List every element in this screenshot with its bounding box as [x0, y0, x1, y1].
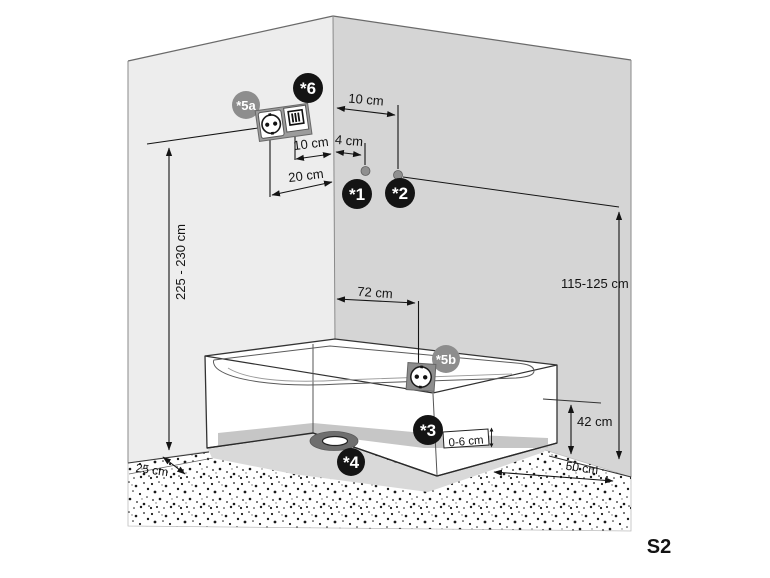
tub-base-contour [206, 432, 558, 477]
badge-3-label: *3 [420, 421, 436, 440]
dimension-floor-gaps [162, 456, 614, 484]
badge-1-label: *1 [349, 185, 365, 204]
badge-6-label: *6 [300, 79, 316, 98]
schuko-socket-icon [257, 109, 285, 139]
dimension-corner-points [335, 105, 623, 460]
schuko-socket-icon [410, 365, 432, 389]
badge-4-label: *4 [343, 453, 360, 472]
badge-6 [293, 73, 323, 103]
basin-opening [213, 345, 535, 386]
tray-height-label: 42 cm [577, 414, 612, 429]
corner-to-point2-label: 10 cm [348, 90, 385, 108]
floor-gap-right-label: 50 cm [565, 459, 599, 477]
badge-2 [385, 178, 415, 208]
right-wall-top-edge [332, 15, 632, 61]
socket-to-corner-label: 20 cm [287, 166, 324, 185]
badge-4 [337, 448, 365, 476]
plinth-range-label: 0-6 cm [448, 434, 484, 449]
wall-height-right-label: 115-125 cm [561, 276, 629, 291]
badge-5b [432, 345, 460, 373]
floor-drain-icon [309, 431, 359, 451]
corner-to-point1-label: 4 cm [334, 132, 363, 149]
basin-inner-line [227, 367, 513, 382]
plinth-range-callout [442, 427, 494, 449]
badge-5a-label: *5a [236, 98, 256, 113]
badge-1 [342, 179, 372, 209]
wall-outlet-assembly [254, 102, 313, 143]
tray-top-reference-line [542, 398, 602, 404]
connection-terminal-icon [283, 104, 310, 133]
badge-3 [413, 415, 443, 445]
tub-floor-shadow [208, 434, 547, 492]
tub-rim-front-edge [204, 355, 558, 394]
connection-point-1-dot [360, 166, 371, 176]
badge-5a [232, 91, 260, 119]
left-wall-top-edge [127, 15, 334, 62]
dimension-socket-group [269, 135, 333, 197]
floor-gap-left-label: 25 cm [135, 461, 169, 479]
module-to-corner-label: 10 cm [292, 134, 329, 153]
outlet-height-label: 225 - 230 cm [173, 224, 188, 300]
badge-2-label: *2 [392, 184, 408, 203]
figure-code: S2 [647, 536, 671, 558]
right-wall-base-line [548, 455, 632, 478]
dimension-outlet-height [146, 127, 259, 451]
corner-line [332, 15, 336, 342]
badge-5b-label: *5b [436, 352, 456, 367]
tub-outlet-assembly [405, 362, 437, 392]
tub-connection-offset-label: 72 cm [357, 284, 393, 301]
dimension-tub-connection [336, 296, 420, 363]
